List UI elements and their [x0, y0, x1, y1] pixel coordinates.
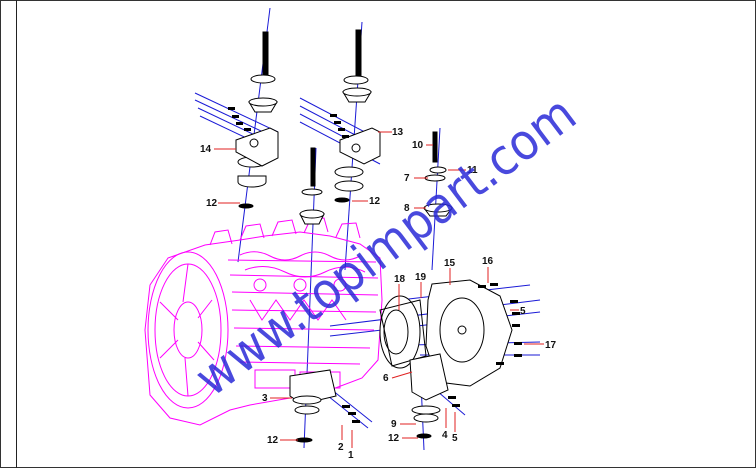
callout-11: 11 [467, 165, 478, 176]
rear-bracket [409, 353, 449, 401]
page-margin-line [16, 0, 17, 468]
callout-13: 13 [392, 127, 404, 138]
callout-9: 9 [391, 419, 397, 430]
callout-17: 17 [545, 340, 557, 351]
mount-parts [228, 29, 522, 443]
washer-12b [334, 197, 350, 203]
callout-16: 16 [482, 256, 494, 267]
callout-18: 18 [394, 274, 406, 285]
callout-8: 8 [404, 203, 410, 214]
watermark-text: www.topimpart.com [184, 84, 586, 407]
callout-10: 10 [412, 140, 424, 151]
callout-7: 7 [404, 173, 410, 184]
axis-small-mount [431, 127, 441, 271]
callout-15: 15 [444, 258, 456, 269]
stud-left [262, 31, 269, 78]
callout-19: 19 [415, 272, 427, 283]
callout-3: 3 [262, 393, 268, 404]
callout-4: 4 [442, 430, 448, 441]
leader-lines [214, 131, 544, 448]
callout-1: 1 [348, 450, 354, 461]
washer-12a [238, 203, 254, 209]
washer-left-top [250, 74, 276, 84]
callout-6: 6 [383, 373, 389, 384]
callout-12-bottom: 12 [267, 435, 279, 446]
callout-5-lower: 5 [452, 433, 458, 444]
callout-2: 2 [338, 442, 344, 453]
callout-12-left: 12 [206, 198, 218, 209]
bracket-14 [235, 127, 279, 167]
callout-14: 14 [200, 144, 212, 155]
stud-right [355, 29, 362, 79]
callout-5-upper: 5 [520, 306, 526, 317]
callout-12-rear: 12 [388, 433, 400, 444]
engine-outline [144, 217, 383, 426]
callout-12-right: 12 [369, 196, 381, 207]
